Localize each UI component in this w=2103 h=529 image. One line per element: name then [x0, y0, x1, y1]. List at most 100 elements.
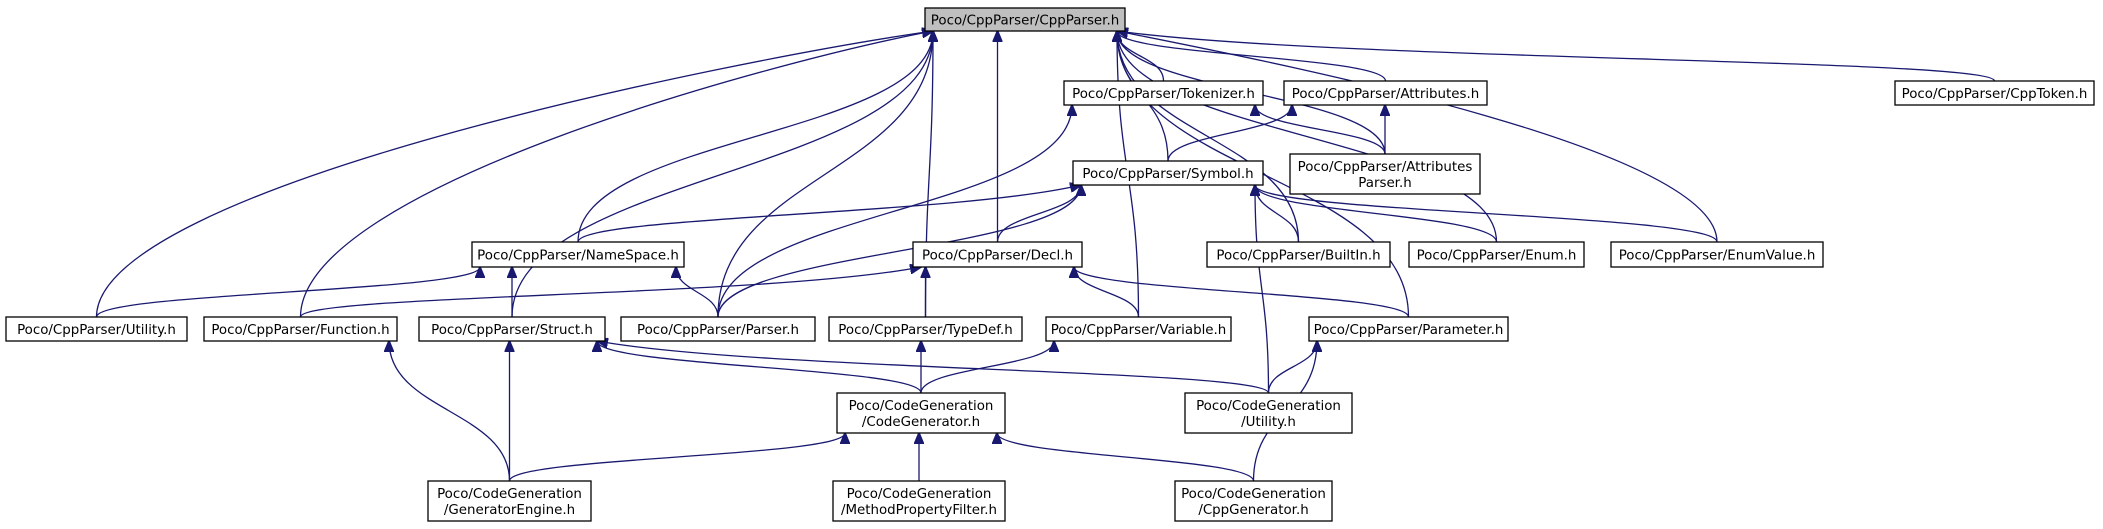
edge-decl-to-symbol	[996, 185, 1082, 243]
node-label: Poco/CppParser/Variable.h	[1051, 323, 1227, 338]
edge-parser-to-tokenizer	[717, 105, 1072, 318]
node-layer: Poco/CppParser/CppParser.hPoco/CppParser…	[5, 7, 2095, 522]
node-label: /MethodPropertyFilter.h	[841, 503, 997, 518]
node-box	[5, 316, 188, 342]
node-box	[1283, 80, 1488, 106]
edge-utility-to-namespace	[95, 267, 481, 318]
edge-cgutility-to-symbol	[1255, 185, 1270, 394]
edge-arrow	[1267, 341, 1318, 394]
node-root[interactable]: Poco/CppParser/CppParser.h	[924, 7, 1126, 32]
node-label: Poco/CppParser/Attributes	[1298, 160, 1473, 175]
node-tokenizer[interactable]: Poco/CppParser/Tokenizer.h	[1063, 80, 1264, 106]
edge-arrow	[1255, 185, 1498, 243]
node-typedef[interactable]: Poco/CppParser/TypeDef.h	[828, 316, 1023, 342]
node-variable[interactable]: Poco/CppParser/Variable.h	[1045, 316, 1232, 342]
node-label: Poco/CppParser/Parameter.h	[1314, 323, 1504, 338]
node-box	[1045, 316, 1232, 342]
edge-arrow	[717, 185, 1081, 318]
node-box	[1174, 480, 1333, 522]
node-label: Poco/CppParser/CppParser.h	[931, 14, 1119, 29]
edge-attrparser-to-tokenizer	[1255, 105, 1386, 155]
edge-arrow	[997, 433, 1255, 482]
edge-arrow	[1167, 105, 1292, 162]
node-struct[interactable]: Poco/CppParser/Struct.h	[418, 316, 606, 342]
edge-cpptoken-to-root	[1117, 31, 1996, 82]
edge-arrow	[299, 31, 934, 318]
node-label: Poco/CppParser/Parser.h	[637, 323, 799, 338]
node-box	[1610, 241, 1824, 268]
edge-arrow	[1117, 31, 1387, 82]
node-label: Poco/CppParser/Symbol.h	[1082, 167, 1253, 182]
node-cgutility[interactable]: Poco/CodeGeneration/Utility.h	[1184, 392, 1353, 434]
edge-arrow	[577, 185, 1081, 243]
edge-arrow	[95, 267, 481, 318]
node-box	[1894, 80, 2095, 106]
node-parameter[interactable]: Poco/CppParser/Parameter.h	[1308, 316, 1509, 342]
node-label: Poco/CodeGeneration	[849, 399, 994, 414]
node-box	[620, 316, 816, 342]
node-label: Poco/CppParser/NameSpace.h	[477, 249, 679, 264]
edge-arrow	[299, 267, 922, 318]
node-genengine[interactable]: Poco/CodeGeneration/GeneratorEngine.h	[427, 480, 592, 522]
edge-symbol-to-attributes	[1167, 105, 1292, 162]
node-methodfilter[interactable]: Poco/CodeGeneration/MethodPropertyFilter…	[832, 480, 1006, 522]
edge-arrow	[717, 105, 1072, 318]
edge-arrow	[1117, 31, 1718, 243]
edge-genengine-to-function	[389, 341, 511, 482]
node-box	[1308, 316, 1509, 342]
node-box	[427, 480, 592, 522]
node-attributes[interactable]: Poco/CppParser/Attributes.h	[1283, 80, 1488, 106]
node-label: Poco/CppParser/Decl.h	[922, 249, 1073, 264]
node-utility[interactable]: Poco/CppParser/Utility.h	[5, 316, 188, 342]
edge-enumvalue-to-symbol	[1255, 185, 1718, 243]
node-codegen[interactable]: Poco/CodeGeneration/CodeGenerator.h	[836, 392, 1006, 434]
edge-builtin-to-root	[1117, 31, 1300, 243]
edge-arrow	[597, 341, 1270, 394]
node-box	[203, 316, 398, 342]
node-function[interactable]: Poco/CppParser/Function.h	[203, 316, 398, 342]
edge-namespace-to-symbol	[577, 185, 1081, 243]
node-cpptoken[interactable]: Poco/CppParser/CppToken.h	[1894, 80, 2095, 106]
node-enumvalue[interactable]: Poco/CppParser/EnumValue.h	[1610, 241, 1824, 268]
node-builtin[interactable]: Poco/CppParser/BuiltIn.h	[1206, 241, 1391, 268]
edge-attributes-to-root	[1117, 31, 1387, 82]
node-label: Poco/CppParser/CppToken.h	[1902, 87, 2088, 102]
node-label: Poco/CppParser/Utility.h	[17, 323, 176, 338]
node-box	[1289, 153, 1481, 195]
edge-variable-to-decl	[1074, 267, 1140, 318]
edge-arrow	[1255, 185, 1718, 243]
node-label: Poco/CppParser/BuiltIn.h	[1216, 249, 1380, 264]
edge-arrow	[1255, 185, 1270, 394]
edge-arrow	[1117, 31, 1498, 243]
edge-cgutility-to-struct	[597, 341, 1270, 394]
edge-cppgen-to-codegen	[997, 433, 1255, 482]
edge-arrow	[924, 31, 934, 318]
node-label: Poco/CodeGeneration	[1181, 487, 1326, 502]
edge-cgutility-to-parameter	[1267, 341, 1318, 394]
node-symbol[interactable]: Poco/CppParser/Symbol.h	[1072, 160, 1264, 186]
node-label: /CppGenerator.h	[1198, 503, 1308, 518]
node-parser[interactable]: Poco/CppParser/Parser.h	[620, 316, 816, 342]
edge-arrow	[597, 341, 922, 394]
edge-layer	[95, 31, 1996, 482]
edge-parameter-to-decl	[1074, 267, 1410, 318]
node-namespace[interactable]: Poco/CppParser/NameSpace.h	[471, 241, 685, 268]
node-box	[418, 316, 606, 342]
node-decl[interactable]: Poco/CppParser/Decl.h	[912, 241, 1083, 268]
node-label: Poco/CodeGeneration	[1196, 399, 1341, 414]
edge-arrow	[996, 185, 1082, 243]
node-box	[912, 241, 1083, 268]
node-box	[1184, 392, 1353, 434]
node-enum[interactable]: Poco/CppParser/Enum.h	[1408, 241, 1585, 268]
edge-arrow	[920, 341, 1054, 394]
node-label: Poco/CppParser/Attributes.h	[1292, 87, 1479, 102]
edge-arrow	[676, 267, 719, 318]
edge-arrow	[1117, 31, 1300, 243]
edge-arrow	[1074, 267, 1140, 318]
node-cppgen[interactable]: Poco/CodeGeneration/CppGenerator.h	[1174, 480, 1333, 522]
node-box	[471, 241, 685, 268]
node-label: Poco/CppParser/Enum.h	[1417, 249, 1577, 264]
edge-genengine-to-codegen	[508, 433, 846, 482]
